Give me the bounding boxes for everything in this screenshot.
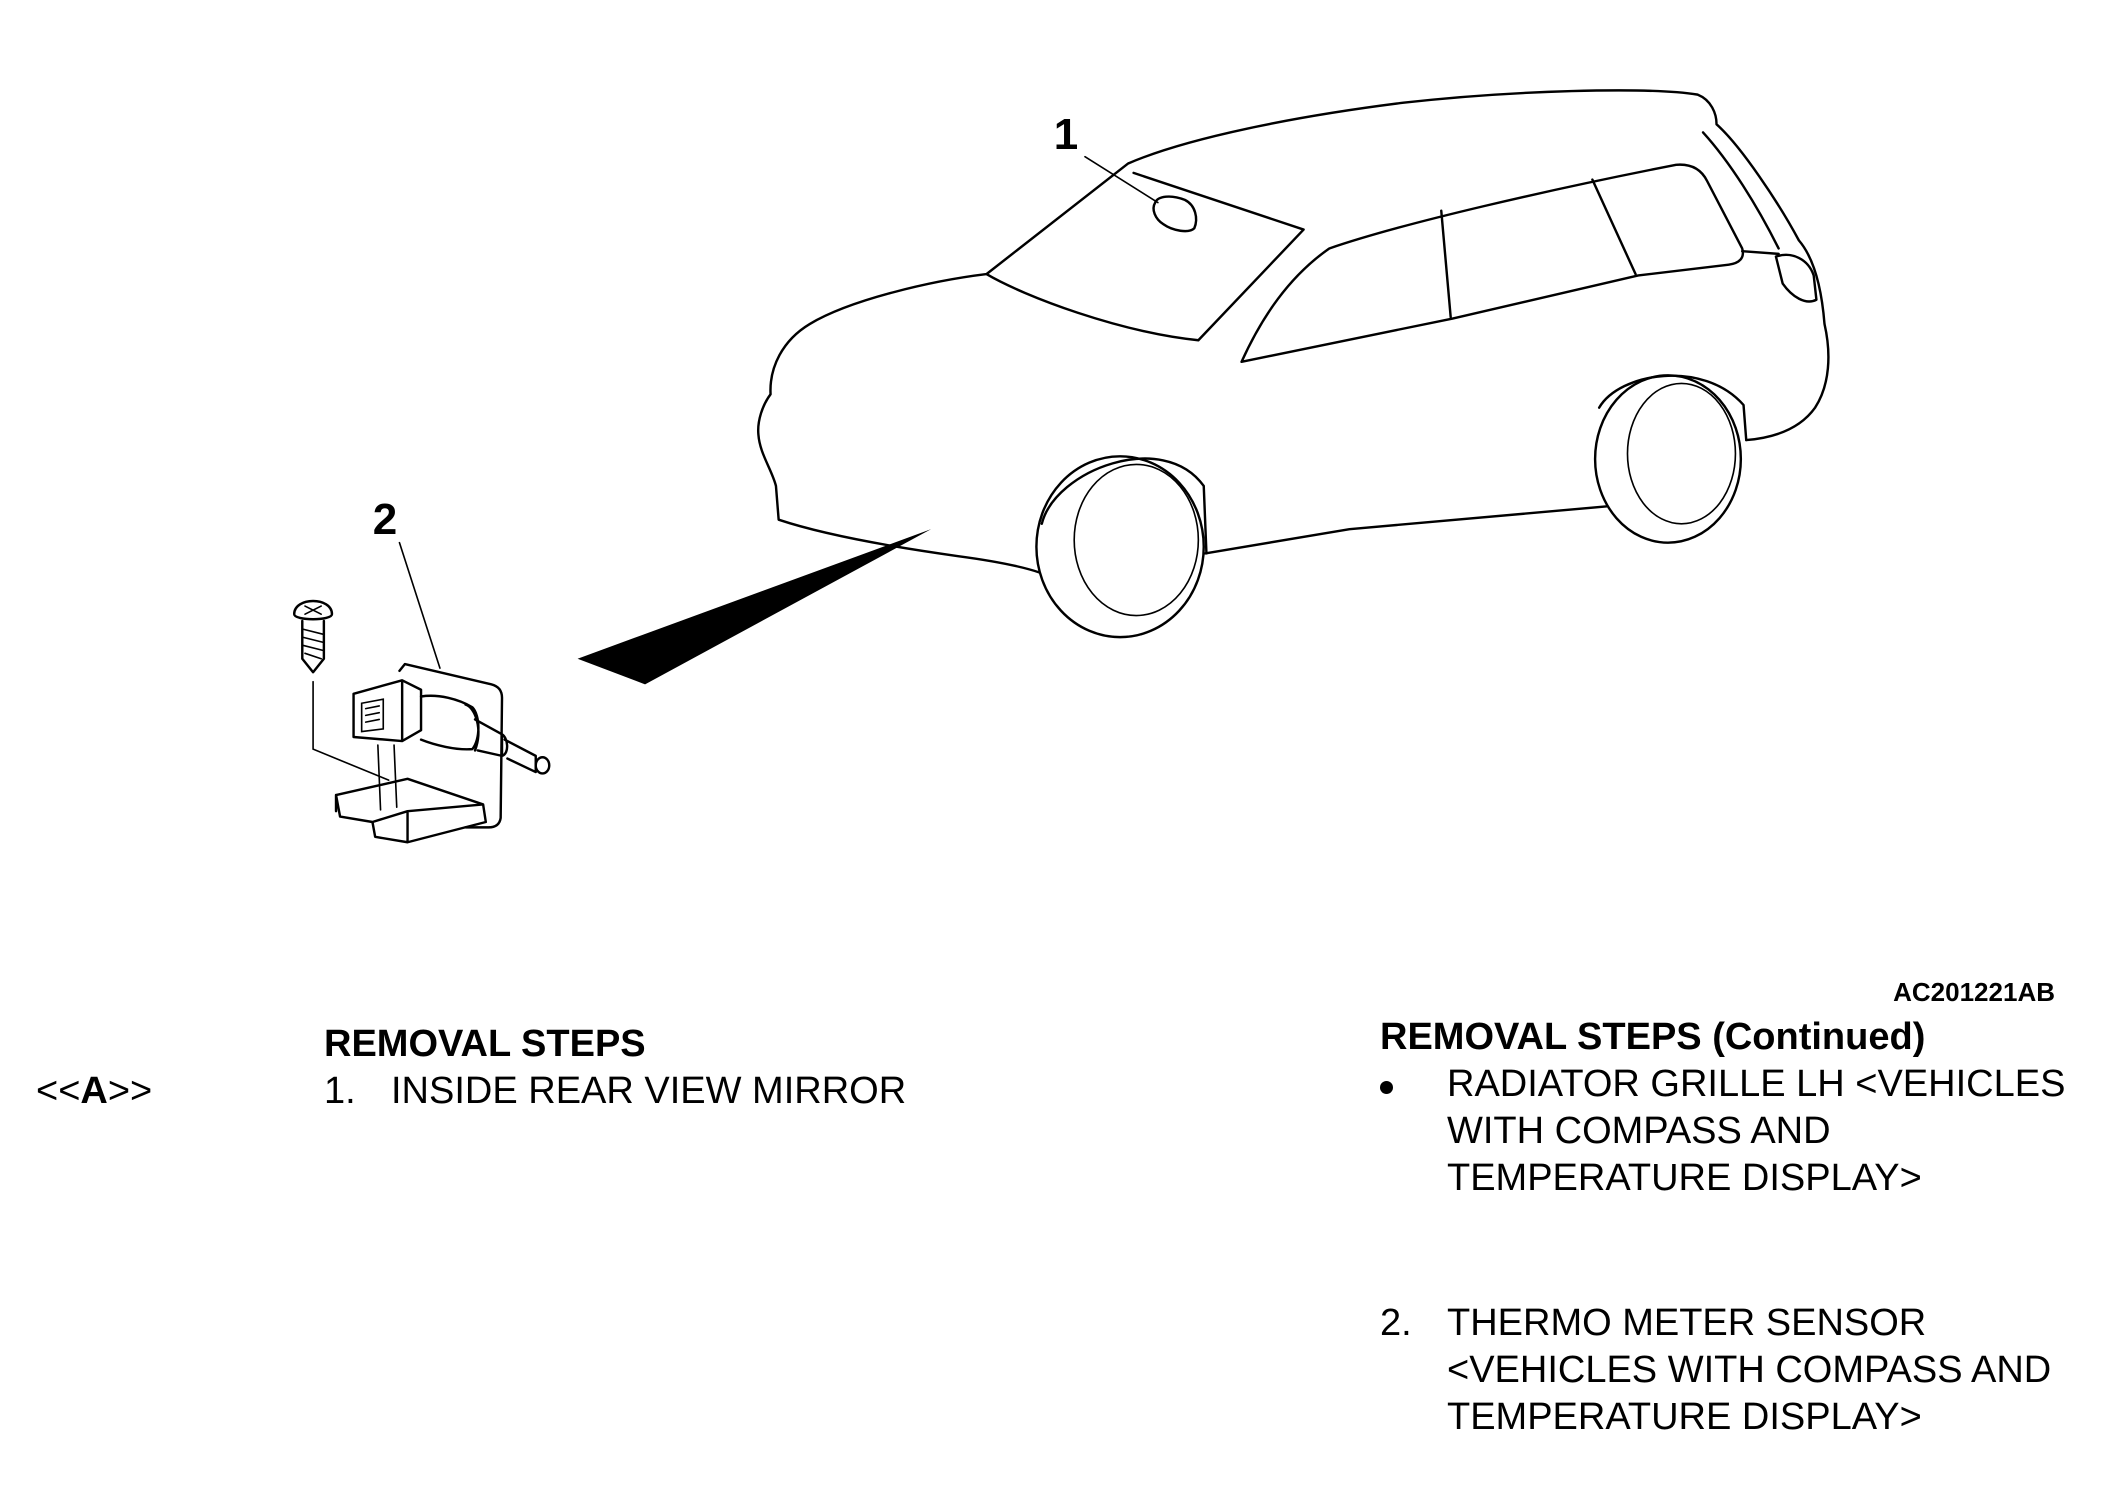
step-text-line: TEMPERATURE DISPLAY>	[1447, 1396, 1922, 1438]
left-steps-heading: REMOVAL STEPS	[324, 1023, 646, 1065]
vehicle-illustration	[757, 89, 1830, 639]
assembly-guide-line	[312, 680, 390, 781]
side-windows-outline	[1240, 163, 1745, 364]
screw-illustration	[292, 599, 390, 781]
service-point-marker: <<A>>	[36, 1068, 152, 1115]
step-number: 2.	[1380, 1302, 1412, 1344]
step-text-line: RADIATOR GRILLE LH <VEHICLES	[1447, 1063, 2066, 1105]
bracket-foot	[334, 777, 488, 844]
sensor-body	[419, 694, 480, 752]
bullet-icon	[1380, 1081, 1393, 1094]
inside-mirror-marker	[1152, 195, 1198, 233]
service-point-letter: A	[80, 1070, 108, 1112]
service-point-open: <<	[36, 1070, 81, 1112]
leader-line-2	[398, 541, 441, 669]
figure-code: AC201221AB	[1893, 977, 2055, 1007]
step-text-line: <VEHICLES WITH COMPASS AND	[1447, 1349, 2052, 1391]
front-wheel	[1035, 455, 1208, 639]
service-point-close: >>	[107, 1070, 153, 1112]
sensor-connector	[352, 679, 423, 743]
tail-lamp	[1774, 253, 1818, 303]
leader-line-1	[1084, 155, 1159, 204]
bracket-plate	[398, 662, 504, 829]
sensor-probe	[473, 718, 537, 774]
view-direction-pointer	[577, 529, 932, 685]
step-text-line: THERMO METER SENSOR	[1447, 1302, 1927, 1344]
vehicle-body-outline	[757, 89, 1830, 574]
step-text-line: WITH COMPASS AND	[1447, 1110, 1831, 1152]
callout-2: 2	[372, 495, 398, 544]
thermo-sensor-illustration	[334, 662, 551, 844]
step-number: 1.	[324, 1070, 356, 1112]
callout-1: 1	[1053, 110, 1079, 159]
step-text: INSIDE REAR VIEW MIRROR	[391, 1070, 907, 1112]
windshield-outline	[985, 171, 1305, 342]
rear-hatch-lines	[1701, 131, 1780, 256]
step-text-line: TEMPERATURE DISPLAY>	[1447, 1157, 1922, 1199]
door-pillars	[1440, 178, 1637, 319]
rear-wheel	[1593, 374, 1748, 544]
right-steps-heading: REMOVAL STEPS (Continued)	[1380, 1016, 1926, 1058]
